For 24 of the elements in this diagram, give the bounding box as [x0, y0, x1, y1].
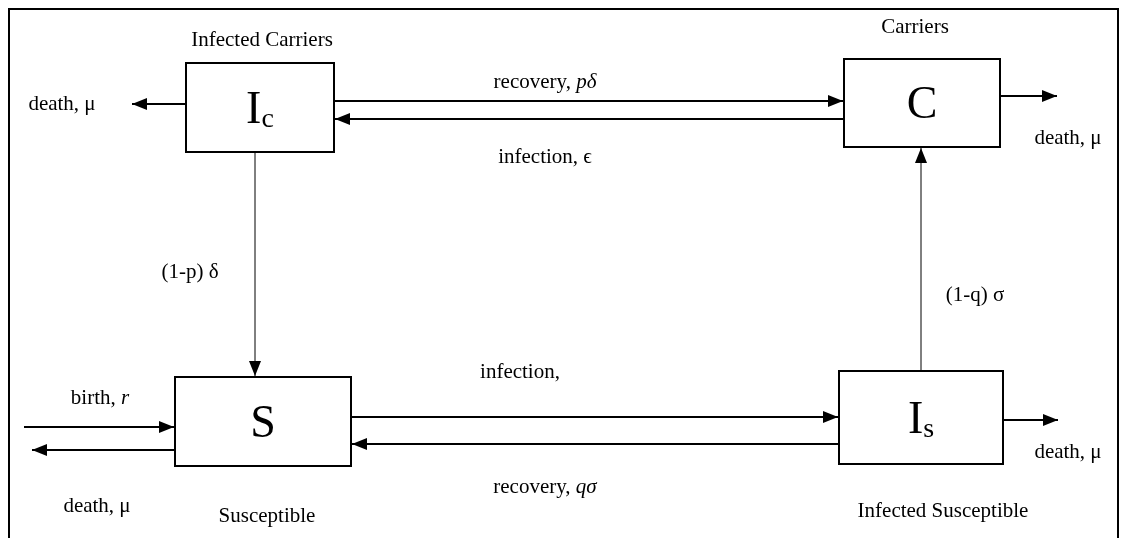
- arrow: [1003, 414, 1059, 426]
- compartment-name: Carriers: [881, 15, 949, 39]
- arrow: [351, 411, 839, 423]
- arrow: [1000, 90, 1058, 102]
- edge-label: (1-q) σ: [943, 283, 1007, 307]
- arrow: [334, 95, 844, 107]
- arrow: [23, 421, 175, 433]
- arrow: [31, 444, 175, 456]
- arrow: [131, 98, 186, 110]
- edge-label: (1-p) δ: [159, 260, 221, 284]
- edge-label: recovery, pδ: [491, 70, 599, 94]
- compartment-symbol: I$_{s}$: [907, 394, 935, 441]
- edge-label: infection, ϵ: [496, 145, 594, 169]
- compartment-symbol: C: [906, 80, 938, 126]
- arrow: [334, 113, 844, 125]
- compartment-name: Infected Carriers: [191, 28, 333, 52]
- compartment-name: Infected Susceptible: [857, 499, 1029, 523]
- edge-label: infection,: [478, 360, 562, 384]
- compartment-symbol: S: [250, 398, 276, 445]
- compartment-symbol: I$_{c}$: [246, 84, 274, 131]
- arrow: [915, 147, 927, 371]
- arrow: [351, 438, 839, 450]
- arrow: [249, 152, 261, 377]
- compartment-name: Susceptible: [218, 504, 316, 528]
